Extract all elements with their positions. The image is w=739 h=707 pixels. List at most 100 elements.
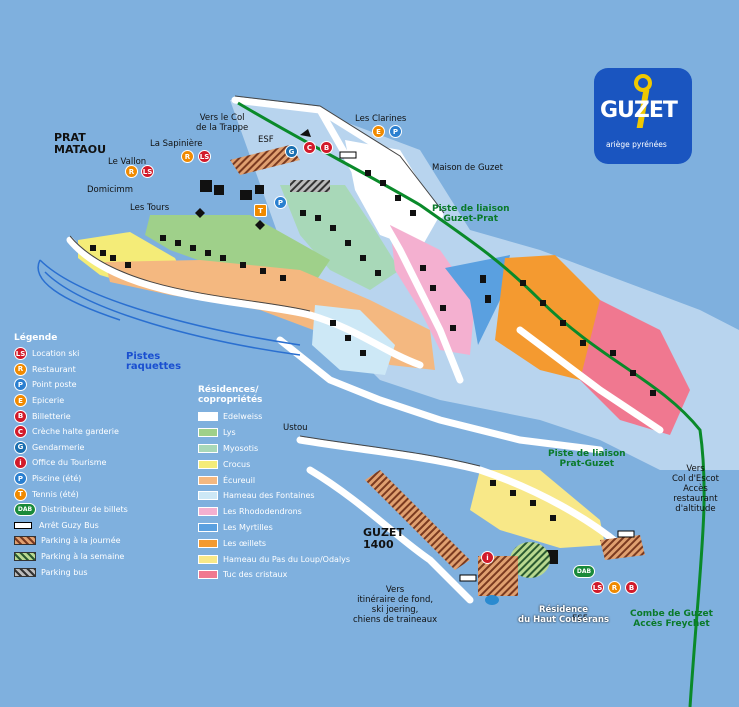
legend-label: Parking à la semaine <box>41 552 125 562</box>
legend-label: Gendarmerie <box>32 442 85 452</box>
pin-piscine[interactable]: P <box>274 196 287 209</box>
legend-label: Piscine (été) <box>32 474 82 484</box>
pool-shape <box>485 595 499 605</box>
legend-symbol: C <box>14 425 27 439</box>
zone-myrtilles <box>445 255 510 345</box>
parking-right <box>600 535 645 560</box>
residence-item: Les Myrtilles <box>198 520 350 536</box>
residence-swatch <box>198 412 218 422</box>
legend-label: Point poste <box>32 380 77 390</box>
residence-swatch <box>198 475 218 485</box>
pin-ski-vallon[interactable]: LS <box>141 165 154 178</box>
label-ustou: Ustou <box>283 423 308 433</box>
label-esf-top: ESF <box>258 135 274 145</box>
zone-tuc <box>580 300 690 435</box>
legend-symbol: P <box>14 378 27 392</box>
zone-myosotis <box>280 185 400 290</box>
legend-label: Epicerie <box>32 396 65 406</box>
legend-symbol: DAB <box>14 503 36 517</box>
pin-epicerie[interactable]: E <box>372 125 385 138</box>
label-combe-guzet: Combe de Guzet Accès Freychet <box>630 609 713 629</box>
pin-ski-bottom[interactable]: LS <box>591 581 604 594</box>
legend-item: P Piscine (été) <box>14 471 128 487</box>
label-vers-col-trappe: Vers le Col de la Trappe <box>196 113 249 133</box>
pin-restaurant-sapiniere[interactable]: R <box>181 150 194 163</box>
legend-symbol: P <box>14 472 27 486</box>
residence-item: Hameau du Pas du Loup/Odalys <box>198 551 350 567</box>
pin-billetterie-top[interactable]: B <box>320 141 333 154</box>
pin-poste[interactable]: P <box>389 125 402 138</box>
legend-symbol: i <box>14 456 27 470</box>
residence-item: Hameau des Fontaines <box>198 488 350 504</box>
bus-stops <box>339 151 635 582</box>
guzet-logo: GUZET ariège pyrénées <box>594 68 692 164</box>
legend-label: Crèche halte garderie <box>32 427 119 437</box>
residence-label: Les Myrtilles <box>223 522 273 532</box>
residence-swatch <box>198 507 218 517</box>
legend-label: Restaurant <box>32 364 76 374</box>
pin-restaurant-bottom[interactable]: R <box>608 581 621 594</box>
label-guzet-1400: GUZET 1400 <box>363 526 404 551</box>
residence-swatch <box>198 554 218 564</box>
legend-item: Parking bus <box>14 564 128 580</box>
residence-swatch <box>198 428 218 438</box>
legend-title: Légende <box>14 333 58 343</box>
legend-item: Arrêt Guzy Bus <box>14 518 128 534</box>
bus-icon <box>14 521 32 529</box>
residence-item: Les Rhododendrons <box>198 504 350 520</box>
liaison-piste <box>237 101 706 707</box>
legend-item: Parking à la journée <box>14 533 128 549</box>
pin-dab[interactable]: DAB <box>573 565 595 578</box>
residence-label: Tuc des cristaux <box>223 570 288 580</box>
pin-office-tourisme[interactable]: i <box>481 551 494 564</box>
legend-label: Location ski <box>32 349 80 359</box>
pin-billetterie-bottom[interactable]: B <box>625 581 638 594</box>
parking-week <box>510 542 550 578</box>
residence-item: Tuc des cristaux <box>198 567 350 583</box>
legend-symbol: E <box>14 394 27 408</box>
legend-label: Billetterie <box>32 411 71 421</box>
legend-label: Arrêt Guzy Bus <box>39 520 99 530</box>
residences-title: Résidences/ copropriétés <box>198 385 263 405</box>
residence-swatch <box>198 570 218 580</box>
label-la-sapiniere: La Sapinière <box>150 139 203 149</box>
residence-item: Crocus <box>198 456 350 472</box>
pin-tennis[interactable]: T <box>254 204 267 217</box>
pin-ski-sapiniere[interactable]: LS <box>198 150 211 163</box>
label-pistes-raquettes: Pistes raquettes <box>126 351 182 372</box>
parking-swatch <box>14 567 36 577</box>
residence-label: Hameau du Pas du Loup/Odalys <box>223 554 351 564</box>
label-esf-bottom: ESF <box>572 614 588 624</box>
label-piste-guzet-prat: Piste de liaison Guzet-Prat <box>432 204 510 224</box>
residence-label: Hameau des Fontaines <box>223 491 315 501</box>
pin-gendarmerie[interactable]: G <box>285 145 298 158</box>
zone-edelweiss <box>345 140 440 250</box>
residence-label: Myosotis <box>223 443 259 453</box>
legend-label: Parking à la journée <box>41 536 121 546</box>
label-les-clarines: Les Clarines <box>355 114 407 124</box>
roads <box>66 96 664 604</box>
label-prat-mataou: PRAT MATAOU <box>54 131 107 156</box>
pin-restaurant-vallon[interactable]: R <box>125 165 138 178</box>
parking-swatch <box>14 536 36 546</box>
label-vers-col-escot: Vers Col d'Escot Accès restaurant d'alti… <box>672 464 719 514</box>
parking-lower <box>365 470 470 570</box>
pin-creche[interactable]: C <box>303 141 316 154</box>
road-edges <box>69 95 481 467</box>
label-les-tours: Les Tours <box>130 203 170 213</box>
legend-item: C Crèche halte garderie <box>14 424 128 440</box>
legend-label: Office du Tourisme <box>32 458 107 468</box>
residence-label: Les œillets <box>223 538 267 548</box>
parking-swatch <box>14 552 36 562</box>
residence-swatch <box>198 522 218 532</box>
